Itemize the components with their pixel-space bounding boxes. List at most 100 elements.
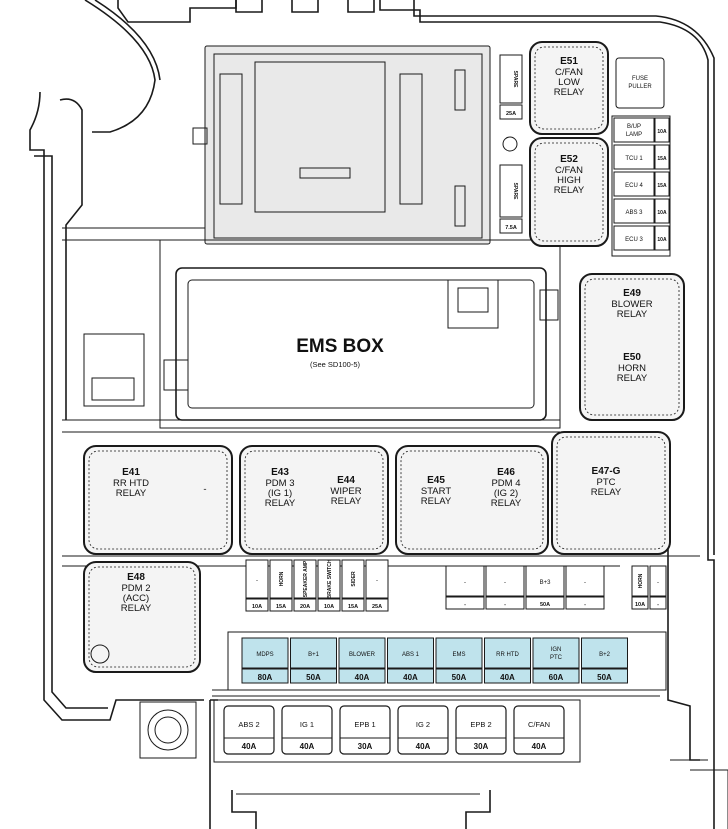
mini-fuse: BRAKE SWITCH 10A [317, 559, 341, 612]
relay-label: RR HTD [113, 478, 149, 489]
relay-label: (IG 2) [494, 488, 518, 499]
right-fuse-amp: 15A [657, 156, 667, 162]
bottom-fuse-label: ABS 2 [238, 720, 259, 729]
relay-label: PDM 3 [265, 478, 294, 489]
mini-fuse-amp: 10A [252, 604, 262, 610]
bottom-fuse: IG 1 40A [281, 705, 333, 755]
bottom-fuse-label: IG 1 [300, 720, 314, 729]
relay-label: C/FAN [555, 165, 583, 176]
relay-label: RELAY [554, 87, 585, 98]
relay-label: C/FAN [555, 67, 583, 78]
relay-label: START [421, 486, 451, 497]
spare-label-1: SPARE [512, 71, 518, 89]
mini-fuse-label: HORN [279, 571, 285, 586]
relay-label: RELAY [116, 488, 147, 499]
mini-fuse-amp: 15A [348, 604, 358, 610]
bottom-fuse-amp: 40A [242, 742, 257, 751]
right-fuse: ECU 3 10A [613, 225, 670, 251]
ems-box-title: EMS BOX [296, 336, 384, 357]
relay-label: RELAY [331, 496, 362, 507]
bottom-fuse-amp: 30A [358, 742, 373, 751]
ems-box: EMS BOX (See SD100-5) [159, 239, 561, 429]
relay-id: E52 [560, 154, 578, 165]
svg-text:FUSE: FUSE [632, 76, 648, 82]
bottom-fuse: ABS 2 40A [223, 705, 275, 755]
relay-label: (IG 1) [268, 488, 292, 499]
bottom-fuse-label: EPB 1 [354, 720, 375, 729]
relay-label: (ACC) [123, 593, 149, 604]
relay-id: E47-G [592, 466, 621, 477]
mid-fuse-amp: - [584, 602, 586, 608]
relay-id: E45 [427, 475, 445, 486]
blue-fuse-label: EMS [452, 652, 465, 658]
junction-block [192, 45, 491, 245]
bottom-fuse-label: C/FAN [528, 720, 550, 729]
blue-fuse-label: B+1 [308, 652, 320, 658]
blue-fuse-amp: 80A [258, 673, 273, 682]
mini-fuse: SIDER 15A [341, 559, 365, 612]
mount-hole [502, 136, 518, 152]
right-fuse-amp: 15A [657, 183, 667, 189]
spare-amp-1: 25A [506, 111, 516, 117]
relay-label: RELAY [121, 603, 152, 614]
relay-label: RELAY [617, 309, 648, 320]
bottom-fuse: IG 2 40A [397, 705, 449, 755]
relay-id: E41 [122, 467, 140, 478]
relay-id: E50 [623, 352, 641, 363]
blue-fuse-amp: 40A [500, 673, 515, 682]
relay-label: RELAY [591, 487, 622, 498]
relay-label: HORN [618, 363, 646, 374]
relay-label: RELAY [491, 498, 522, 509]
left-connector [83, 333, 145, 407]
relay-label: PTC [597, 477, 616, 488]
mini-fuse-label: SIDER [351, 571, 357, 587]
relay-id: E46 [497, 467, 515, 478]
spare-amp-2: 7.5A [505, 225, 517, 231]
relay-label: RELAY [265, 498, 296, 509]
bottom-fuse: EPB 1 30A [339, 705, 391, 755]
blue-fuse-amp: 50A [452, 673, 467, 682]
mini-fuse-label: BRAKE SWITCH [327, 559, 333, 598]
mini-fuse: -10A [245, 559, 269, 612]
relay-id: E48 [127, 572, 145, 583]
mid-fuse-label: - [584, 580, 586, 586]
right-fuse-amp: 10A [657, 237, 667, 243]
relay-label: HIGH [557, 175, 581, 186]
right-fuse-label: B/UP [627, 124, 641, 130]
mid-fuse: -- [649, 565, 667, 610]
mid-fuse: -- [565, 565, 605, 610]
relay-label: BLOWER [611, 299, 652, 310]
mid-fuse-label: - [657, 580, 659, 586]
bottom-fuse: C/FAN 40A [513, 705, 565, 755]
bottom-fuse-label: IG 2 [416, 720, 430, 729]
mid-fuse-amp: - [657, 602, 659, 608]
bottom-fuse-amp: 40A [300, 742, 315, 751]
mini-fuse: -25A [365, 559, 389, 612]
fuse-puller: FUSE PULLER [615, 57, 665, 109]
blue-fuse-amp: 60A [549, 673, 564, 682]
right-fuse-label: LAMP [626, 132, 642, 138]
mini-fuse-amp: 10A [324, 604, 334, 610]
right-fuse-label: ECU 3 [625, 237, 643, 243]
bottom-fuse-amp: 40A [532, 742, 547, 751]
relay-label: LOW [558, 77, 580, 88]
relay-label: PDM 2 [121, 583, 150, 594]
bottom-fuse-amp: 40A [416, 742, 431, 751]
right-fuse-label: ECU 4 [625, 183, 643, 189]
mid-fuse-label: HORN [638, 573, 644, 588]
bottom-fuse-label: EPB 2 [470, 720, 491, 729]
mid-fuse-amp: 50A [540, 602, 550, 608]
